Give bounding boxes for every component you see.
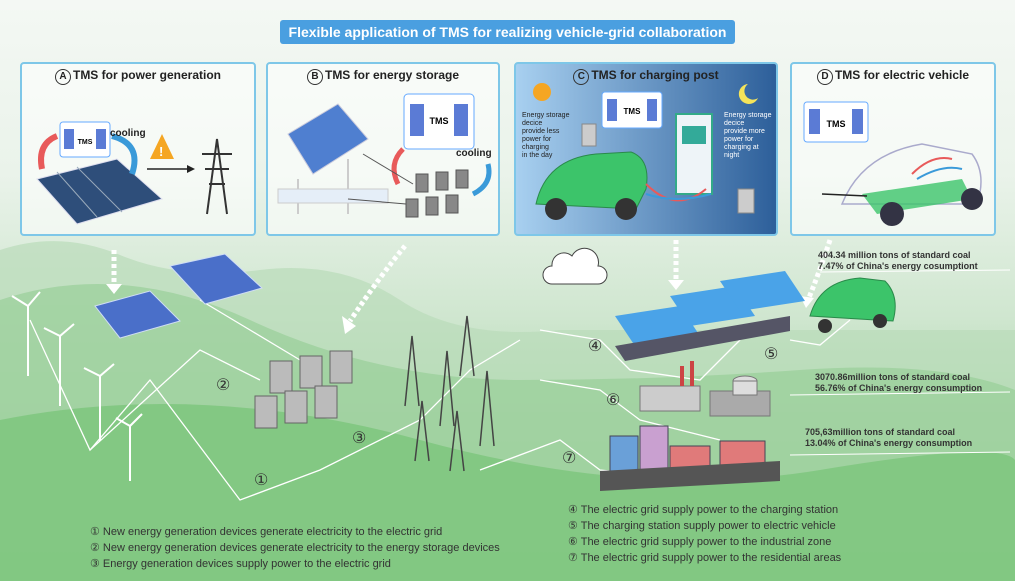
legend-item: ① New energy generation devices generate… xyxy=(90,526,443,538)
solar-arrays xyxy=(94,253,263,339)
storage-devices xyxy=(254,350,353,429)
marker-2: ② xyxy=(216,377,231,394)
sun-icon xyxy=(533,83,551,101)
charging-post-illustration: TMS xyxy=(533,83,758,220)
legend-right: ④ The electric grid supply power to the … xyxy=(568,502,841,566)
pylon-icon xyxy=(202,138,232,215)
night-note: Energy storage decice provide more power… xyxy=(724,112,772,159)
tms-label: TMS xyxy=(430,116,449,126)
marker-1: ① xyxy=(254,472,269,489)
panel-letter: B xyxy=(306,69,323,85)
marker-4: ④ xyxy=(588,338,603,355)
legend-item: ⑤ The charging station supply power to e… xyxy=(568,520,836,532)
moon-icon xyxy=(738,84,758,104)
power-generation-illustration: TMS cooling ! xyxy=(36,121,232,225)
stat-residential: 705,63million tons of standard coal 13.0… xyxy=(805,427,973,448)
legend-item: ④ The electric grid supply power to the … xyxy=(568,504,839,516)
transmission-towers xyxy=(404,315,495,472)
marker-3: ③ xyxy=(352,430,367,447)
marker-6: ⑥ xyxy=(606,392,621,409)
tms-label: TMS xyxy=(624,107,642,116)
panel-title: TMS for energy storage xyxy=(324,68,460,82)
marker-7: ⑦ xyxy=(562,450,577,467)
cloud-icon xyxy=(542,247,608,285)
residential-areas xyxy=(600,425,780,491)
legend-item: ⑦ The electric grid supply power to the … xyxy=(568,552,842,564)
stat-ev: 404.34 million tons of standard coal 7.4… xyxy=(818,250,978,271)
panel-letter: C xyxy=(573,69,590,85)
legend-item: ③ Energy generation devices supply power… xyxy=(90,558,391,570)
panel-letter: A xyxy=(54,69,71,85)
panel-title: TMS for electric vehicle xyxy=(834,68,970,82)
vehicle-outline xyxy=(840,143,982,205)
stat-industrial: 3070.86million tons of standard coal 56.… xyxy=(815,372,983,393)
diagram-title: Flexible application of TMS for realizin… xyxy=(280,20,735,44)
legend-item: ② New energy generation devices generate… xyxy=(90,542,500,554)
tms-label: TMS xyxy=(78,139,93,146)
marker-5: ⑤ xyxy=(764,346,779,363)
panel-title: TMS for charging post xyxy=(591,68,719,82)
panel-letter: D xyxy=(816,69,833,85)
legend-item: ⑥ The electric grid supply power to the … xyxy=(568,536,832,548)
panel-title: TMS for power generation xyxy=(72,68,221,82)
charging-stations xyxy=(615,271,805,361)
electric-car-icon xyxy=(809,277,896,322)
warning-icon xyxy=(150,134,174,159)
legend-left: ① New energy generation devices generate… xyxy=(90,524,500,572)
grid-scene xyxy=(11,239,896,491)
svg-text:!: ! xyxy=(159,144,163,159)
wind-turbines xyxy=(11,291,143,481)
cooling-label: cooling xyxy=(110,128,146,139)
electric-car-icon xyxy=(535,151,648,210)
day-note: Energy storage decice provide less power… xyxy=(522,112,570,159)
industrial-zone xyxy=(639,361,771,417)
tms-label: TMS xyxy=(827,119,846,129)
energy-storage-illustration: TMS cooling xyxy=(277,93,492,218)
cooling-label: cooling xyxy=(456,148,492,159)
electric-vehicle-illustration: TMS xyxy=(803,101,983,226)
